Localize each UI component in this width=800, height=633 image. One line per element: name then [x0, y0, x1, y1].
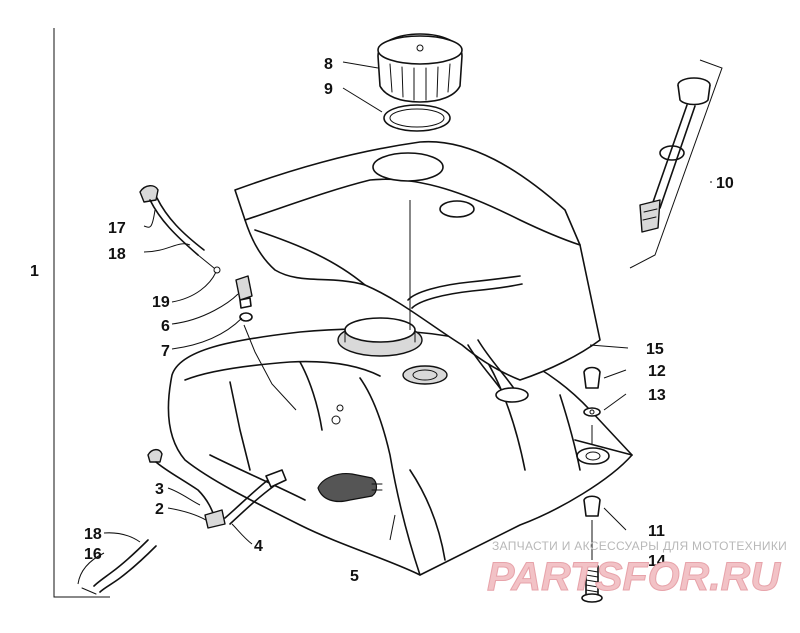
callout-10: 10 — [716, 175, 734, 192]
fuel-cap — [377, 33, 463, 103]
fuel-hose-lower — [81, 448, 287, 595]
leader-lines — [77, 61, 712, 585]
watermark-caption: ЗАПЧАСТИ И АКСЕССУАРЫ ДЛЯ МОТОТЕХНИКИ — [492, 539, 787, 553]
callout-1: 1 — [30, 263, 39, 280]
callout-labels: 1 2 3 4 5 6 7 8 9 10 11 12 13 14 15 16 1… — [30, 56, 734, 585]
callout-16: 16 — [84, 546, 102, 563]
vent-valve — [235, 275, 297, 411]
callout-11: 11 — [648, 523, 665, 540]
callout-3: 3 — [155, 481, 164, 498]
callout-18-lower: 18 — [84, 526, 102, 543]
callout-6: 6 — [161, 318, 170, 335]
vent-hose-upper — [139, 185, 221, 274]
assembly-bracket — [53, 28, 110, 598]
callout-5: 5 — [350, 568, 359, 585]
fuel-level-gauge — [629, 59, 723, 269]
fuel-pickup-assembly — [317, 473, 396, 541]
watermark: ЗАПЧАСТИ И АКСЕССУАРЫ ДЛЯ МОТОТЕХНИКИ PA… — [487, 539, 787, 600]
callout-8: 8 — [324, 56, 333, 73]
callout-18-upper: 18 — [108, 246, 126, 263]
tank-cover-shroud — [234, 140, 601, 403]
callout-14: 14 — [648, 553, 666, 570]
callout-9: 9 — [324, 81, 333, 98]
callout-12: 12 — [648, 363, 666, 380]
callout-2: 2 — [155, 501, 164, 518]
callout-17: 17 — [108, 220, 126, 237]
callout-7: 7 — [161, 343, 170, 360]
cap-o-ring — [383, 104, 451, 132]
callout-19: 19 — [152, 294, 170, 311]
callout-4: 4 — [254, 538, 263, 555]
watermark-logo: PARTSFOR.RU — [487, 555, 781, 599]
mounting-hardware — [581, 366, 603, 603]
callout-15: 15 — [646, 341, 664, 358]
callout-13: 13 — [648, 387, 666, 404]
